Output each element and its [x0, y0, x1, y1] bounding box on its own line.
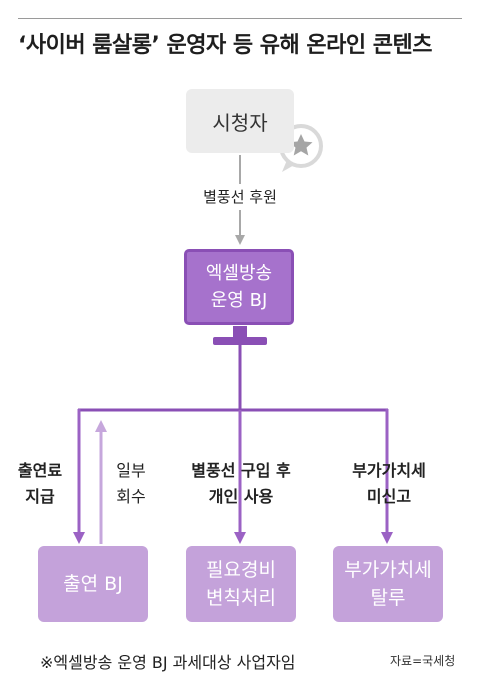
expense-line1: 필요경비: [206, 559, 276, 581]
main-bj-line1: 엑셀방송: [205, 263, 273, 284]
buy-label-line2: 개인 사용: [208, 487, 274, 506]
buy-label-line1: 별풍선 구입 후: [191, 461, 291, 480]
vat-label-line1: 부가가치세: [352, 461, 426, 480]
expense-node: 필요경비 변칙처리: [186, 546, 296, 622]
vat-evasion-node: 부가가치세 탈루: [333, 546, 443, 622]
vat-evasion-line1: 부가가치세: [344, 559, 432, 581]
monitor-base: [213, 337, 267, 345]
buy-label: 별풍선 구입 후 개인 사용: [174, 458, 308, 510]
sponsor-label: 별풍선 후원: [190, 184, 290, 210]
vat-label-line2: 미신고: [366, 487, 412, 506]
performer-bj-label: 출연 BJ: [63, 573, 123, 595]
performer-bj-node: 출연 BJ: [38, 546, 148, 622]
return-label-line1: 일부: [116, 461, 146, 480]
pay-label-line2: 지급: [25, 487, 55, 506]
viewer-label: 시청자: [212, 110, 268, 135]
vat-evasion-line2: 탈루: [370, 587, 406, 609]
vat-label: 부가가치세 미신고: [334, 458, 444, 510]
monitor-neck: [233, 326, 247, 338]
top-rule: [18, 18, 462, 19]
return-label: 일부 회수: [106, 458, 156, 510]
footnote: ※엑셀방송 운영 BJ 과세대상 사업자임: [40, 653, 296, 672]
source-credit: 자료=국세청: [390, 654, 456, 668]
main-bj-line2: 운영 BJ: [210, 290, 268, 311]
pay-label: 출연료 지급: [12, 458, 68, 510]
page-title: ‘사이버 룸살롱’ 운영자 등 유해 온라인 콘텐츠: [18, 33, 433, 58]
expense-line2: 변칙처리: [206, 587, 276, 609]
viewer-node: 시청자: [186, 89, 294, 153]
return-label-line2: 회수: [116, 487, 146, 506]
pay-label-line1: 출연료: [17, 461, 63, 480]
main-bj-node: 엑셀방송 운영 BJ: [184, 249, 294, 325]
